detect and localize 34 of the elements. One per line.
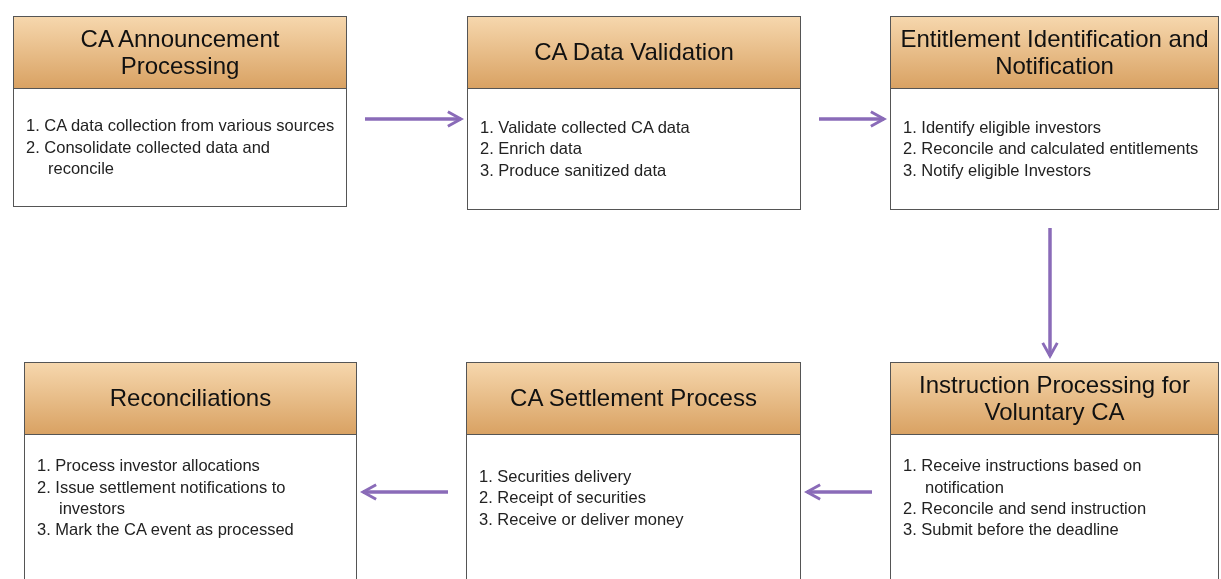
list-item: 3. Notify eligible Investors (903, 159, 1092, 181)
card-heading: CA Data Validation (468, 17, 800, 89)
list-item: 1. Validate collected CA data (480, 116, 691, 138)
list-item: 2. Issue settlement notifications to investors (37, 476, 287, 519)
list-item: 1. Securities delivery (479, 465, 633, 487)
list-item: 2. Receipt of securities (479, 487, 647, 509)
card-heading: Entitlement Identification and Notification (891, 17, 1218, 89)
list-item: 3. Receive or deliver money (479, 508, 685, 530)
list-item: 2. Consolidate collected data and reconcile (26, 136, 271, 180)
card-heading: CA Announcement Processing (14, 17, 346, 89)
arrow (361, 483, 448, 501)
list-item: 2. Enrich data (480, 138, 583, 160)
list-item: 1. Process investor allocations (37, 455, 261, 477)
card-heading: CA Settlement Process (467, 363, 800, 435)
list-item: 2. Reconcile and calculated entitlements (903, 138, 1200, 160)
process-card (13, 16, 347, 207)
arrow (819, 110, 886, 128)
list-item: 3. Submit before the deadline (903, 519, 1120, 541)
list-item: 2. Reconcile and send instruction (903, 498, 1148, 519)
card-heading: Instruction Processing for Voluntary CA (891, 363, 1218, 435)
process-card (467, 16, 801, 210)
arrow (1041, 228, 1059, 358)
process-card (24, 362, 357, 579)
list-item: 1. Receive instructions based on notification (903, 455, 1143, 498)
list-item: 1. CA data collection from various sources (26, 115, 336, 137)
list-item: 3. Mark the CA event as processed (37, 519, 295, 541)
process-card (890, 16, 1219, 210)
arrow (365, 110, 463, 128)
arrow (805, 483, 872, 501)
list-item: 1. Identify eligible investors (903, 116, 1103, 138)
card-heading: Reconciliations (25, 363, 356, 435)
process-card (890, 362, 1219, 579)
list-item: 3. Produce sanitized data (480, 159, 668, 181)
process-card (466, 362, 801, 579)
